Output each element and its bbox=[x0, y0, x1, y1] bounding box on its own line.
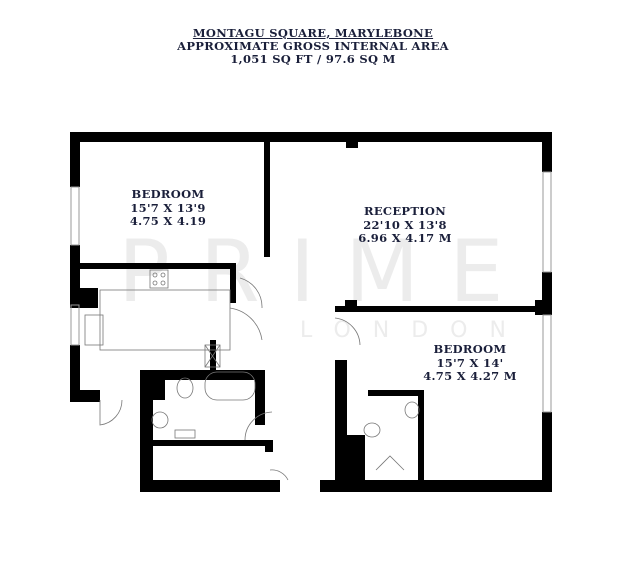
watermark-brand: PRIME bbox=[118, 222, 534, 322]
property-name: MONTAGU SQUARE, MARYLEBONE bbox=[192, 26, 434, 40]
room-reception: RECEPTION 22'10 X 13'8 6.96 X 4.17 M bbox=[340, 204, 470, 246]
doors-and-fixtures bbox=[84, 269, 420, 481]
room-name: RECEPTION bbox=[363, 204, 447, 218]
room-name: BEDROOM bbox=[131, 187, 205, 201]
room-size-metric: 4.75 X 4.27 M bbox=[423, 369, 517, 383]
room-bedroom-2: BEDROOM 15'7 X 14' 4.75 X 4.27 M bbox=[405, 342, 535, 384]
room-bedroom-1: BEDROOM 15'7 X 13'9 4.75 X 4.19 bbox=[108, 187, 228, 229]
room-name: BEDROOM bbox=[433, 342, 507, 356]
room-size-metric: 6.96 X 4.17 M bbox=[358, 231, 452, 245]
room-size-metric: 4.75 X 4.19 bbox=[129, 214, 207, 228]
area-value: 1,051 SQ FT / 97.6 SQ M bbox=[230, 52, 396, 66]
room-size-imperial: 22'10 X 13'8 bbox=[363, 217, 447, 232]
floorplan-title: MONTAGU SQUARE, MARYLEBONE APPROXIMATE G… bbox=[0, 27, 626, 66]
room-size-imperial: 15'7 X 13'9 bbox=[130, 200, 206, 215]
interior-walls bbox=[80, 140, 542, 480]
watermark-sub: LONDON bbox=[300, 318, 528, 343]
room-size-imperial: 15'7 X 14' bbox=[436, 355, 504, 370]
area-label: APPROXIMATE GROSS INTERNAL AREA bbox=[177, 39, 449, 53]
windows bbox=[70, 171, 552, 413]
exterior-walls bbox=[70, 132, 552, 492]
